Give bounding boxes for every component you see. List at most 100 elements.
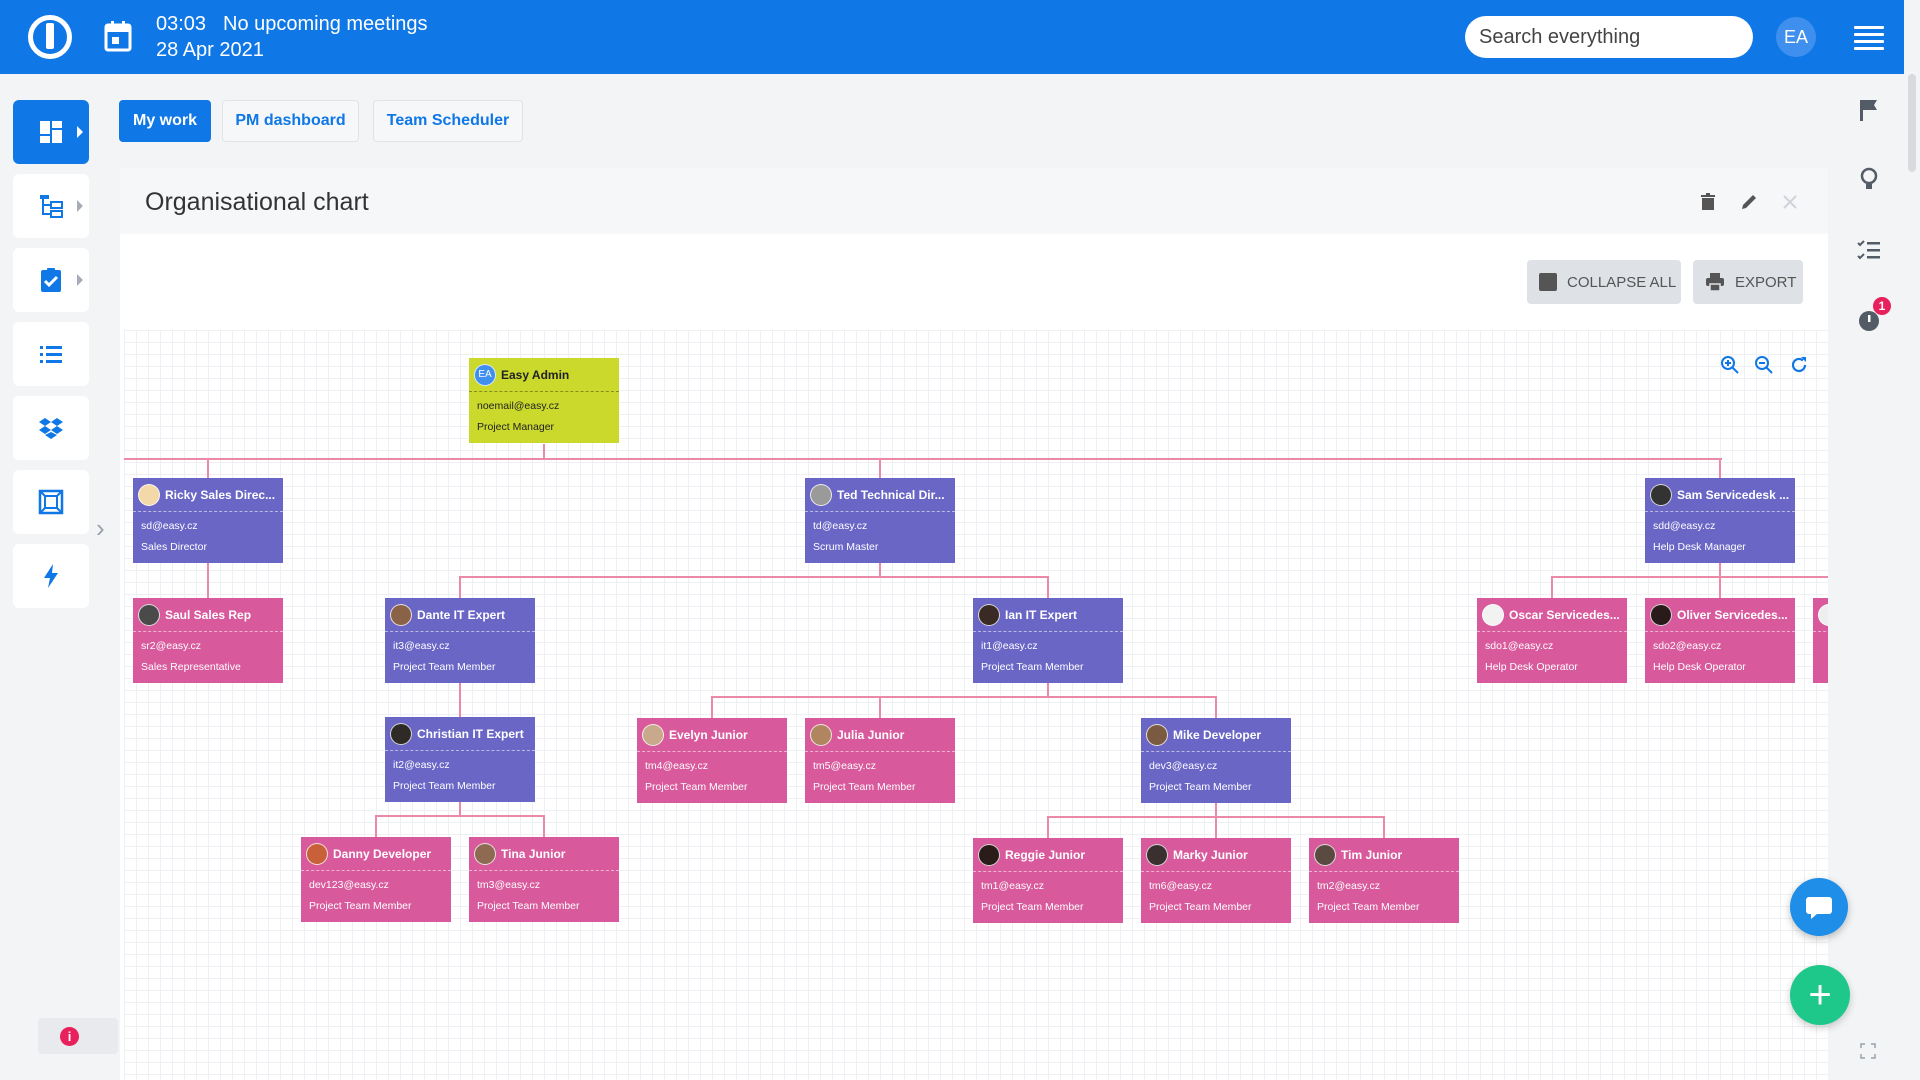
sidebar-item-dropbox[interactable]	[13, 396, 89, 460]
card-name: Christian IT Expert	[417, 726, 524, 741]
chat-bubble-icon	[1806, 897, 1832, 919]
card-header: Oliver Servicedes...	[1645, 598, 1795, 632]
org-card-oliver[interactable]: Oliver Servicedes... sdo2@easy.cz Help D…	[1645, 598, 1795, 683]
trash-icon[interactable]	[1698, 192, 1718, 212]
org-card-mike[interactable]: Mike Developer dev3@easy.cz Project Team…	[1141, 718, 1291, 803]
add-button[interactable]: +	[1790, 965, 1850, 1025]
card-role: Project Team Member	[1149, 901, 1252, 913]
lightbulb-icon[interactable]	[1856, 166, 1882, 192]
avatar	[1818, 603, 1828, 626]
sidebar-item-dashboard[interactable]	[13, 100, 89, 164]
org-card-evelyn[interactable]: Evelyn Junior tm4@easy.cz Project Team M…	[637, 718, 787, 803]
tab-my-work[interactable]: My work	[119, 100, 211, 142]
card-role: Project Team Member	[813, 781, 916, 793]
org-card-marky[interactable]: Marky Junior tm6@easy.cz Project Team Me…	[1141, 838, 1291, 923]
card-name: Ted Technical Dir...	[837, 487, 945, 502]
avatar	[138, 603, 160, 626]
card-name: Saul Sales Rep	[165, 607, 252, 622]
card-header: Dante IT Expert	[385, 598, 535, 632]
export-button[interactable]: EXPORT	[1693, 260, 1803, 304]
tab-pm-dashboard[interactable]: PM dashboard	[222, 100, 359, 142]
card-role: Sales Director	[141, 541, 207, 553]
card-email: sdd@easy.cz	[1653, 520, 1716, 532]
collapse-all-button[interactable]: COLLAPSE ALL	[1527, 260, 1681, 304]
page-scrollbar-thumb[interactable]	[1908, 74, 1916, 172]
card-email: sd@easy.cz	[141, 520, 198, 532]
avatar	[1482, 603, 1504, 626]
sidebar-item-quick-actions[interactable]	[13, 544, 89, 608]
flag-icon[interactable]	[1856, 97, 1882, 123]
connector-line	[879, 562, 881, 577]
org-card-ted[interactable]: Ted Technical Dir... td@easy.cz Scrum Ma…	[805, 478, 955, 563]
card-email: tm4@easy.cz	[645, 760, 708, 772]
calendar-icon[interactable]	[104, 20, 132, 52]
chat-button[interactable]	[1790, 878, 1848, 936]
info-badge-icon[interactable]: i	[60, 1027, 79, 1046]
card-role: Project Team Member	[645, 781, 748, 793]
card-role: Scrum Master	[813, 541, 879, 553]
card-role: Project Team Member	[393, 661, 496, 673]
org-card-sam[interactable]: Sam Servicedesk ... sdd@easy.cz Help Des…	[1645, 478, 1795, 563]
org-card-oscar[interactable]: Oscar Servicedes... sdo1@easy.cz Help De…	[1477, 598, 1627, 683]
avatar: EA	[474, 363, 496, 386]
timer-icon[interactable]	[1856, 307, 1882, 333]
org-card-julia[interactable]: Julia Junior tm5@easy.cz Project Team Me…	[805, 718, 955, 803]
upcoming-meetings-text[interactable]: No upcoming meetings	[223, 13, 428, 35]
org-card-ricky[interactable]: Ricky Sales Direc... sd@easy.cz Sales Di…	[133, 478, 283, 563]
card-role: Project Team Member	[477, 900, 580, 912]
tab-team-scheduler[interactable]: Team Scheduler	[373, 100, 523, 142]
user-avatar[interactable]: EA	[1776, 17, 1816, 57]
org-card-danny[interactable]: Danny Developer dev123@easy.cz Project T…	[301, 837, 451, 922]
search-input[interactable]	[1465, 16, 1753, 58]
connector-line	[459, 800, 461, 816]
connector-line	[1719, 458, 1721, 478]
card-header: Christian IT Expert	[385, 717, 535, 751]
connector-line	[1047, 816, 1049, 838]
edit-pencil-icon[interactable]	[1739, 192, 1759, 212]
clipboard-check-icon	[41, 268, 61, 292]
fullscreen-icon[interactable]	[1860, 1043, 1876, 1059]
card-header: Julia Junior	[805, 718, 955, 752]
connector-line	[1215, 802, 1217, 817]
avatar	[642, 723, 664, 746]
card-name: Mike Developer	[1173, 727, 1262, 742]
org-card-ian[interactable]: Ian IT Expert it1@easy.cz Project Team M…	[973, 598, 1123, 683]
card-email: tm6@easy.cz	[1149, 880, 1212, 892]
card-name: Oscar Servicedes...	[1509, 607, 1620, 622]
sidebar-item-tasks[interactable]	[13, 248, 89, 312]
card-role: Sales Representative	[141, 661, 241, 673]
org-card-tim[interactable]: Tim Junior tm2@easy.cz Project Team Memb…	[1309, 838, 1459, 923]
card-header: Sam Servicedesk ...	[1645, 478, 1795, 512]
close-icon[interactable]	[1780, 192, 1800, 212]
checklist-icon[interactable]	[1856, 237, 1882, 263]
card-role: Help Desk Operator	[1485, 661, 1578, 673]
org-card-reggie[interactable]: Reggie Junior tm1@easy.cz Project Team M…	[973, 838, 1123, 923]
hamburger-menu-icon[interactable]	[1854, 26, 1884, 50]
page-scrollbar-track[interactable]	[1904, 74, 1920, 1080]
avatar	[474, 842, 496, 865]
zoom-out-icon[interactable]	[1753, 354, 1775, 376]
org-card-dante[interactable]: Dante IT Expert it3@easy.cz Project Team…	[385, 598, 535, 683]
top-bar: 03:03 No upcoming meetings 28 Apr 2021 E…	[0, 0, 1920, 74]
avatar	[390, 722, 412, 745]
org-card-saul[interactable]: Saul Sales Rep sr2@easy.cz Sales Represe…	[133, 598, 283, 683]
sidebar-expand-chevron-icon[interactable]: ›	[96, 513, 105, 543]
org-card-christian[interactable]: Christian IT Expert it2@easy.cz Project …	[385, 717, 535, 802]
connector-line	[879, 458, 881, 478]
card-role: Project Team Member	[981, 901, 1084, 913]
sidebar-item-list[interactable]	[13, 322, 89, 386]
sidebar-item-resources[interactable]	[13, 470, 89, 534]
zoom-in-icon[interactable]	[1719, 354, 1741, 376]
avatar	[306, 842, 328, 865]
card-name: Sam Servicedesk ...	[1677, 487, 1790, 502]
reset-zoom-icon[interactable]	[1788, 354, 1810, 376]
app-logo-icon[interactable]	[28, 15, 72, 59]
card-email: tm1@easy.cz	[981, 880, 1044, 892]
org-card-tina[interactable]: Tina Junior tm3@easy.cz Project Team Mem…	[469, 837, 619, 922]
card-email: it2@easy.cz	[393, 759, 450, 771]
sidebar-item-projects[interactable]	[13, 174, 89, 238]
org-card-partial[interactable]	[1813, 598, 1828, 683]
